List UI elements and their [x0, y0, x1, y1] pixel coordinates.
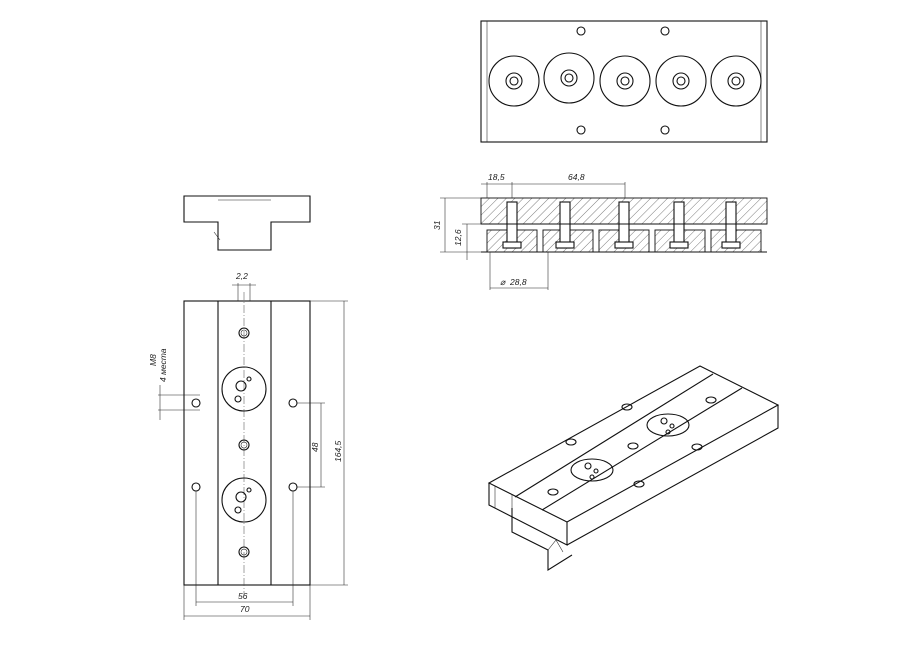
isometric-view — [487, 365, 780, 571]
top-view — [480, 20, 768, 143]
dim-thread: M8 — [148, 354, 158, 366]
dim-edge-offset: 18,5 — [488, 172, 505, 182]
plan-view: 2,2 M8 4 места 48 164,5 56 70 — [148, 271, 348, 620]
section-view: 18,5 64,8 31 12,6 ⌀ 28,8 — [432, 172, 768, 290]
dim-total-width: 70 — [240, 604, 250, 614]
dim-total-length: 164,5 — [333, 440, 343, 462]
dim-diameter-symbol: ⌀ — [500, 277, 506, 287]
dim-thread-count: 4 места — [158, 348, 168, 382]
dim-hole-span: 56 — [238, 591, 248, 601]
dim-pocket-pitch: 64,8 — [568, 172, 585, 182]
side-profile-view — [183, 195, 311, 251]
dim-small-spacing: 2,2 — [235, 271, 248, 281]
dim-height-total: 31 — [432, 220, 442, 230]
top-view-pockets — [488, 52, 762, 107]
dim-height-lower: 12,6 — [453, 229, 463, 246]
dim-hole-pitch: 48 — [310, 442, 320, 452]
dim-pocket-diameter: 28,8 — [509, 277, 527, 287]
section-screws — [502, 201, 741, 249]
